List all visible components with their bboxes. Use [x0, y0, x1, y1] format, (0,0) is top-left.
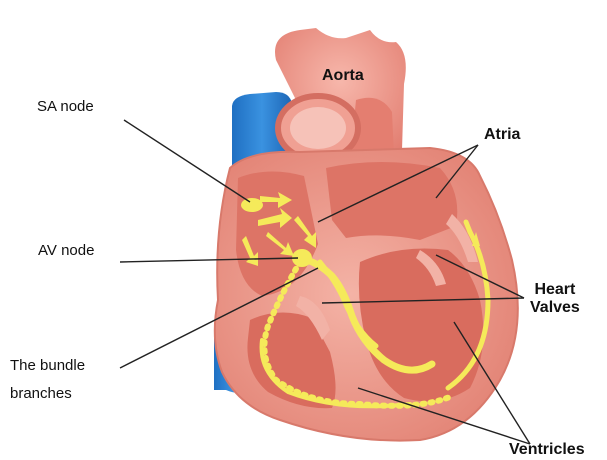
aorta: [275, 28, 406, 162]
left-atrium: [326, 162, 457, 240]
label-heart-valves: Heart Valves: [530, 281, 580, 318]
label-bundle-branches: The bundle branches: [10, 355, 85, 405]
sa-node-leader: [124, 120, 250, 202]
label-aorta: Aorta: [322, 67, 364, 85]
label-sa-node: SA node: [37, 96, 94, 118]
label-ventricles: Ventricles: [509, 441, 585, 459]
label-av-node: AV node: [38, 240, 94, 262]
label-atria: Atria: [484, 126, 520, 144]
heart: [215, 148, 518, 441]
sa-node: [241, 198, 263, 212]
